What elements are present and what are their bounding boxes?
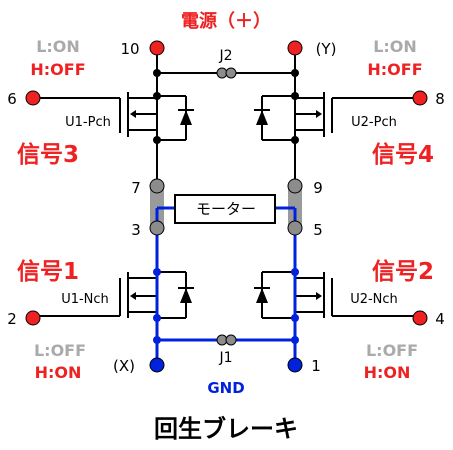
state-h-on-left: H:ON (35, 363, 82, 382)
u1-pch-label: U1-Pch (65, 115, 111, 130)
pin-9-label: 9 (313, 179, 323, 197)
wiring-black (36, 48, 418, 319)
motor-label: モーター (196, 200, 256, 218)
pad-y (287, 40, 303, 56)
state-l-on-right: L:ON (373, 37, 417, 56)
labels: 電源（＋） J2 J1 モーター GND 回生ブレーキ 10 (Y) 6 8 7… (7, 10, 445, 443)
jumper-j2 (216, 67, 237, 79)
junction-dots (153, 69, 299, 144)
pad-7 (149, 178, 165, 194)
state-l-off-right: L:OFF (366, 341, 418, 360)
u2-pch-label: U2-Pch (351, 115, 397, 130)
j1-label: J1 (218, 350, 232, 366)
signal-2-label: 信号2 (372, 258, 434, 285)
pin-5-label: 5 (313, 221, 323, 239)
pad-8 (412, 90, 428, 106)
state-h-off-right: H:OFF (367, 60, 422, 79)
power-label: 電源（＋） (181, 10, 271, 32)
pin-4-label: 4 (435, 310, 445, 328)
signal-1-label: 信号1 (17, 258, 79, 285)
pin-x-label: (X) (113, 357, 135, 375)
pads (25, 40, 428, 373)
gnd-label: GND (207, 379, 244, 397)
diodes (178, 109, 270, 303)
pad-4 (412, 310, 428, 326)
transistor-arrows (130, 110, 322, 300)
pad-1 (287, 357, 303, 373)
pin-8-label: 8 (435, 90, 445, 108)
diagram-title: 回生ブレーキ (154, 415, 298, 443)
pin-3-label: 3 (131, 221, 141, 239)
pin-y-label: (Y) (316, 40, 337, 58)
u1-nch-label: U1-Nch (61, 292, 109, 307)
u2-nch-label: U2-Nch (350, 292, 398, 307)
pin-10-label: 10 (120, 40, 139, 58)
state-l-on-left: L:ON (36, 37, 80, 56)
pad-10 (149, 40, 165, 56)
signal-4-label: 信号4 (372, 141, 434, 168)
signal-3-label: 信号3 (17, 141, 79, 168)
pad-5 (287, 220, 303, 236)
pad-9 (287, 178, 303, 194)
pin-2-label: 2 (7, 310, 17, 328)
pin-7-label: 7 (131, 179, 141, 197)
pin-6-label: 6 (7, 90, 17, 108)
j2-label: J2 (218, 48, 232, 64)
pin-1-label: 1 (311, 357, 321, 375)
pad-3 (149, 220, 165, 236)
pad-6 (25, 90, 41, 106)
state-h-on-right: H:ON (364, 363, 411, 382)
jumper-j1 (216, 334, 237, 346)
gnd-junction-dots (153, 268, 299, 344)
motor-box (174, 194, 276, 224)
state-l-off-left: L:OFF (34, 341, 86, 360)
pad-2 (25, 310, 41, 326)
pad-x (149, 357, 165, 373)
state-h-off-left: H:OFF (30, 60, 85, 79)
